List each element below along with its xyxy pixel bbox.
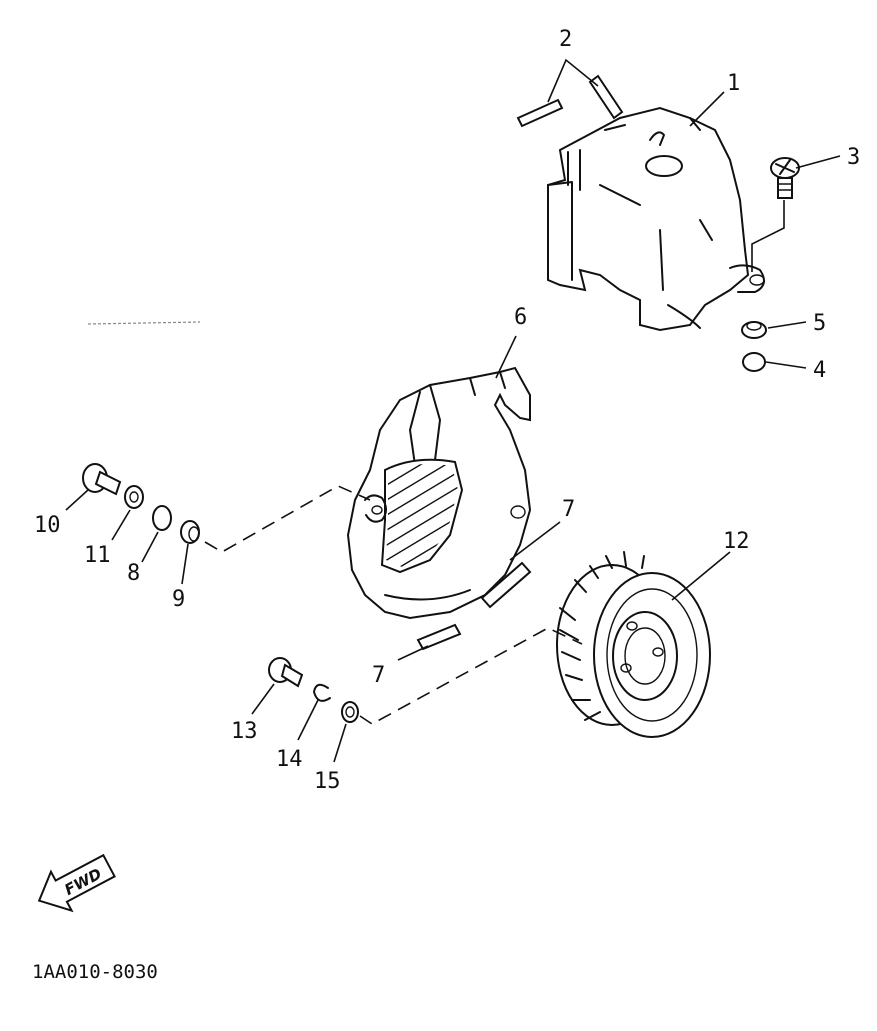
part-9-grommet [180,520,200,544]
part-12-flywheel [556,551,711,738]
callout-10: 10 [34,513,61,538]
scan-artifact [87,321,201,325]
callout-13: 13 [231,719,258,744]
callout-5: 5 [813,311,826,336]
assembly-line-bolt [751,200,785,272]
callout-9: 9 [172,587,185,612]
callout-7-lower: 7 [372,663,385,688]
callout-6: 6 [514,305,527,330]
assembly-line-flywheel [359,627,583,725]
part-3-bolt [770,157,800,199]
callout-8: 8 [127,561,140,586]
part-15-washer [341,701,359,723]
part-14-lock-washer [313,683,331,702]
callout-1: 1 [727,71,740,96]
part-4-collar [742,352,766,372]
assembly-line-housing [204,485,371,553]
part-10-bolt [82,463,122,496]
leader-lines [65,58,841,763]
part-7-strips [416,561,532,651]
part-13-bolt [268,657,304,688]
callout-3: 3 [847,145,860,170]
callout-14: 14 [276,747,303,772]
callout-7-upper: 7 [562,497,575,522]
callout-12: 12 [723,529,750,554]
part-8-collar [152,505,172,531]
reference-code: 1AA010-8030 [32,961,158,983]
callout-4: 4 [813,358,826,383]
fwd-arrow-icon: FWD [37,853,116,913]
part-6-fan-housing [346,366,532,620]
callout-15: 15 [314,769,341,794]
part-shroud-upper [547,106,765,332]
part-11-washer [124,485,144,509]
callout-2: 2 [559,27,572,52]
callout-11: 11 [84,543,111,568]
part-5-grommet [741,321,767,339]
part-2-strips [516,74,624,128]
